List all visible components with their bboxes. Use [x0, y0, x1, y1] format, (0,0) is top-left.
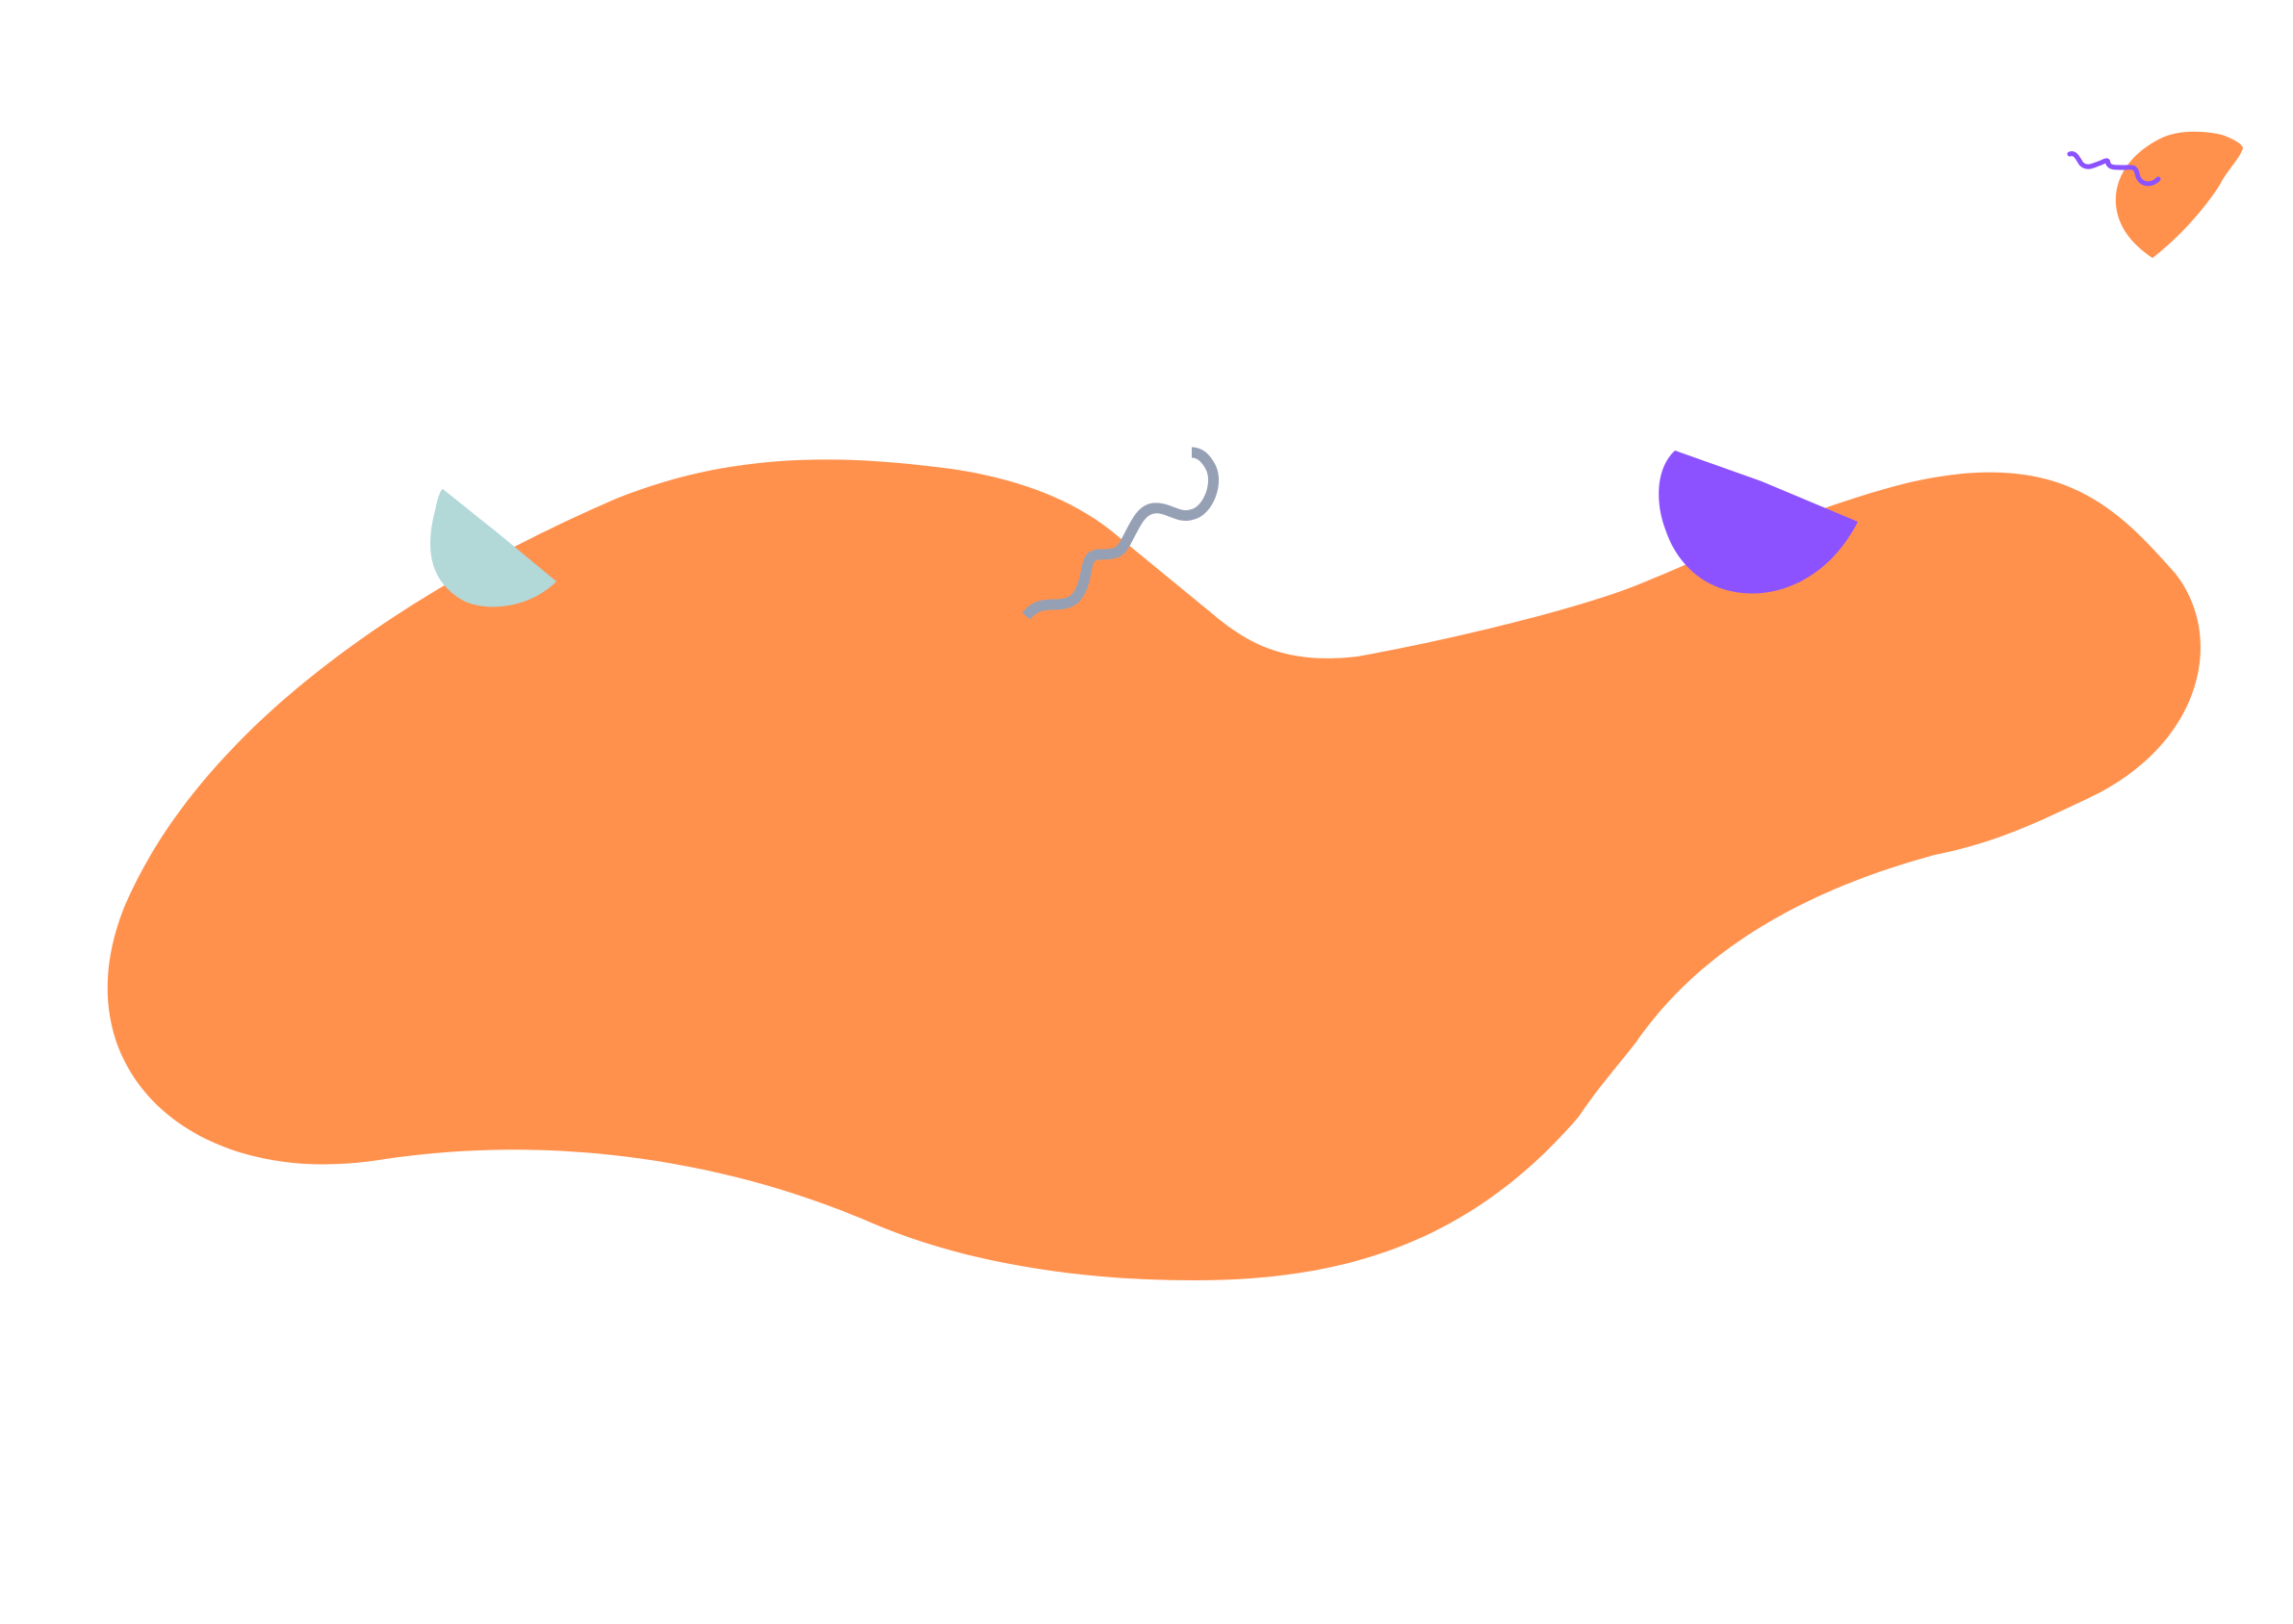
- purple-half-circle: [1659, 451, 1858, 594]
- gray-squiggle: [1021, 447, 1220, 620]
- teal-half-circle: [430, 489, 556, 607]
- main-orange-blob: [107, 459, 2201, 1281]
- small-orange-blob: [2115, 131, 2243, 258]
- purple-squiggle: [2067, 151, 2161, 187]
